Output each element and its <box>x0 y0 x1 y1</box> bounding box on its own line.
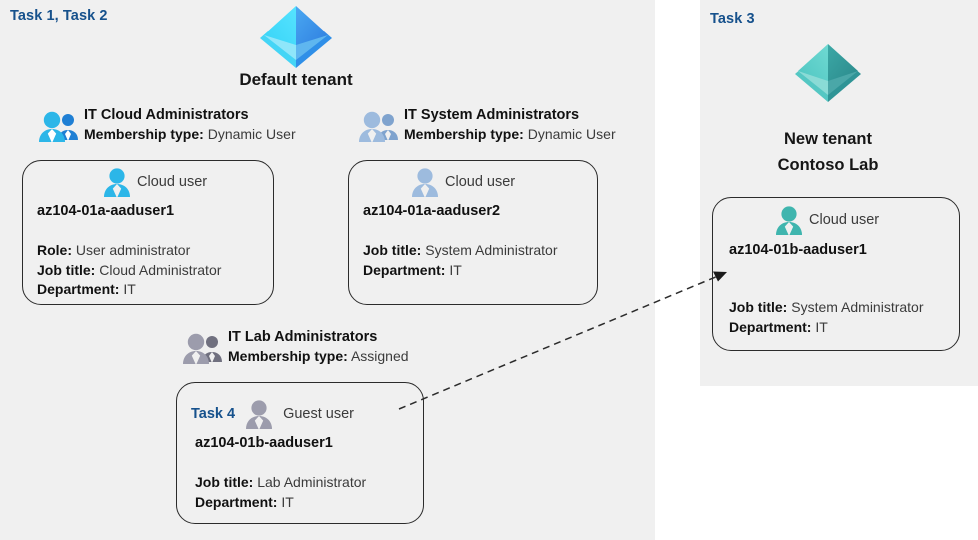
group-membership-value: Dynamic User <box>207 126 296 142</box>
tenant-name-default: Default tenant <box>239 70 353 89</box>
user-attributes: Role: User administrator Job title: Clou… <box>37 241 221 300</box>
group-title: IT Cloud Administrators <box>84 107 249 123</box>
entra-tenant-icon <box>793 40 863 102</box>
attribute-value: IT <box>281 493 294 510</box>
user-attributes: Job title: System Administrator Departme… <box>363 241 558 280</box>
user-card-az104-01b-aaduser1-guest[interactable]: Task 4 Guest user az104-01b-aaduser1 Job… <box>176 382 424 524</box>
attribute-row: Department: IT <box>729 318 924 338</box>
cloud-user-icon <box>103 167 131 198</box>
user-attributes: Job title: System Administrator Departme… <box>729 298 924 337</box>
default-tenant-panel <box>0 0 655 540</box>
attribute-row: Job title: System Administrator <box>363 241 558 261</box>
group-membership-label: Membership type: <box>84 126 204 142</box>
user-type-label: Guest user <box>283 406 354 422</box>
group-users-icon <box>182 332 224 366</box>
user-type-label: Cloud user <box>809 212 880 228</box>
attribute-row: Job title: Cloud Administrator <box>37 261 221 281</box>
attribute-value: IT <box>815 318 828 335</box>
attribute-label: Department: <box>729 318 812 335</box>
guest-user-icon <box>245 399 273 430</box>
group-membership-label: Membership type: <box>404 126 524 142</box>
attribute-label: Job title: <box>195 474 254 490</box>
cloud-user-icon <box>411 167 439 198</box>
attribute-label: Job title: <box>363 242 422 258</box>
user-type-label: Cloud user <box>137 174 208 190</box>
tenant-name-new-line2: Contoso Lab <box>777 156 879 174</box>
attribute-row: Department: IT <box>195 493 366 513</box>
group-it-system-administrators: IT System Administrators Membership type… <box>358 106 616 144</box>
group-it-cloud-administrators: IT Cloud Administrators Membership type:… <box>38 106 296 144</box>
attribute-label: Department: <box>37 281 120 297</box>
task-label-right: Task 3 <box>710 11 755 27</box>
user-card-az104-01b-aaduser1-cloud[interactable]: Cloud user az104-01b-aaduser1 Job title:… <box>712 197 960 351</box>
group-membership: Membership type: Dynamic User <box>84 125 296 144</box>
cloud-user-icon <box>775 205 803 236</box>
username: az104-01b-aaduser1 <box>195 435 333 451</box>
attribute-value: IT <box>449 261 462 278</box>
group-users-icon <box>38 110 80 144</box>
attribute-value: User administrator <box>75 242 191 258</box>
attribute-label: Job title: <box>37 261 96 278</box>
username: az104-01b-aaduser1 <box>729 242 867 258</box>
attribute-value: IT <box>123 281 136 297</box>
attribute-row: Job title: Lab Administrator <box>195 473 366 493</box>
user-type-label: Cloud user <box>445 174 516 190</box>
attribute-row: Role: User administrator <box>37 241 221 261</box>
group-users-icon <box>358 110 400 144</box>
attribute-row: Department: IT <box>37 280 221 300</box>
attribute-label: Job title: <box>729 299 788 315</box>
user-card-az104-01a-aaduser2[interactable]: Cloud user az104-01a-aaduser2 Job title:… <box>348 160 598 305</box>
attribute-value: Lab Administrator <box>257 474 367 490</box>
group-membership-value: Dynamic User <box>527 126 616 142</box>
group-membership: Membership type: Assigned <box>228 347 409 366</box>
group-it-lab-administrators: IT Lab Administrators Membership type: A… <box>182 328 409 366</box>
group-membership-label: Membership type: <box>228 348 348 364</box>
user-card-az104-01a-aaduser1[interactable]: Cloud user az104-01a-aaduser1 Role: User… <box>22 160 274 305</box>
attribute-row: Job title: System Administrator <box>729 298 924 318</box>
card-header: Cloud user <box>775 205 880 236</box>
attribute-row: Department: IT <box>363 261 558 281</box>
group-membership: Membership type: Dynamic User <box>404 125 616 144</box>
tenant-name-new-line1: New tenant <box>783 130 872 148</box>
entra-tenant-icon <box>258 2 334 68</box>
attribute-label: Role: <box>37 242 72 258</box>
attribute-value: System Administrator <box>425 242 558 258</box>
attribute-label: Department: <box>363 261 446 278</box>
attribute-label: Department: <box>195 493 278 510</box>
attribute-value: Cloud Administrator <box>99 261 222 278</box>
card-header: Task 4 Guest user <box>191 399 354 430</box>
group-title: IT System Administrators <box>404 107 580 123</box>
group-title: IT Lab Administrators <box>228 329 378 345</box>
username: az104-01a-aaduser1 <box>37 203 175 219</box>
attribute-value: System Administrator <box>791 299 924 315</box>
group-membership-value: Assigned <box>350 348 409 364</box>
card-header: Cloud user <box>411 167 516 198</box>
user-attributes: Job title: Lab Administrator Department:… <box>195 473 366 512</box>
card-header: Cloud user <box>103 167 208 198</box>
task-label-left: Task 1, Task 2 <box>10 8 108 24</box>
username: az104-01a-aaduser2 <box>363 203 501 219</box>
task-label-card: Task 4 <box>191 406 236 422</box>
